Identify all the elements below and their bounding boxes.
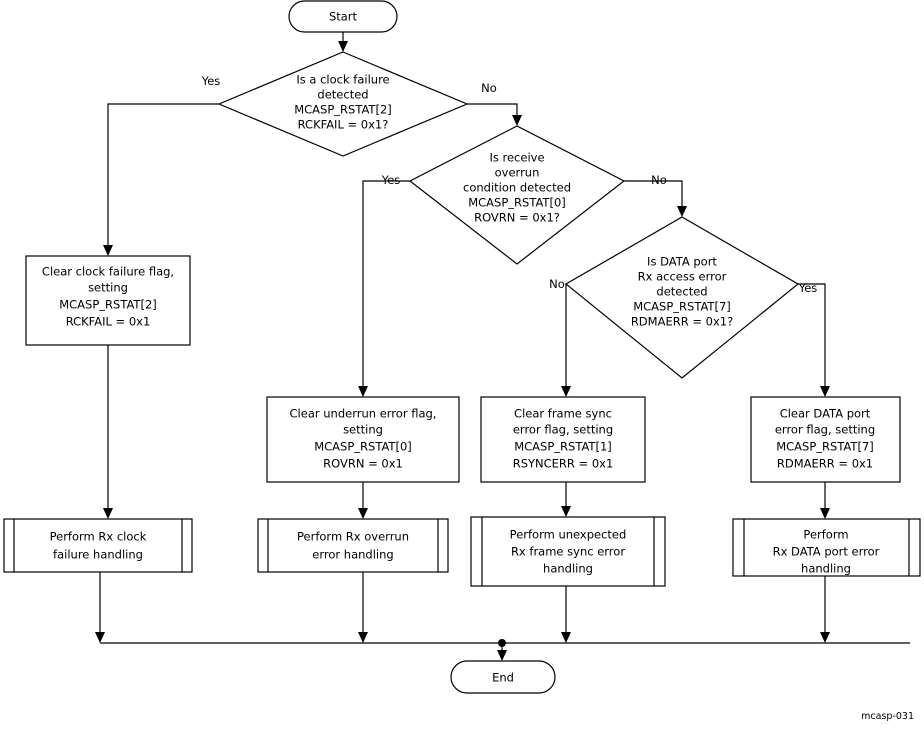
edge-label-clock-no: No xyxy=(481,81,497,95)
clear-framesync-line-3: MCASP_RSTAT[1] xyxy=(514,440,612,454)
arrowhead-start-to-clock-decision xyxy=(338,41,348,52)
clear-dataport-line-3: MCASP_RSTAT[7] xyxy=(776,440,874,454)
arrowhead-bus-to-end xyxy=(497,650,507,661)
clear-underrun-line-3: MCASP_RSTAT[0] xyxy=(314,440,412,454)
receive-overrun-line-4: MCASP_RSTAT[0] xyxy=(468,196,566,210)
node-process-clear-clock-failure[interactable]: Clear clock failure flag, setting MCASP_… xyxy=(25,255,191,346)
node-end[interactable]: End xyxy=(450,660,556,694)
arrowhead-clock-no xyxy=(512,115,522,126)
node-start[interactable]: Start xyxy=(288,0,398,33)
clock-failure-line-3: MCASP_RSTAT[2] xyxy=(294,103,392,117)
data-port-line-5: RDMAERR = 0x1? xyxy=(631,315,733,329)
data-port-line-1: Is DATA port xyxy=(647,255,717,269)
node-process-clear-data-port[interactable]: Clear DATA port error flag, setting MCAS… xyxy=(750,396,901,483)
node-decision-clock-failure[interactable]: Is a clock failure detected MCASP_RSTAT[… xyxy=(217,51,469,157)
arrowhead-perform-overrun-to-bus xyxy=(358,632,368,643)
receive-overrun-line-3: condition detected xyxy=(463,181,571,195)
arrowhead-clear-underrun-to-perform xyxy=(358,508,368,519)
perform-rx-dataport-line-3: handling xyxy=(801,562,851,576)
data-port-line-2: Rx access error xyxy=(638,270,727,284)
perform-rx-overrun-line-2: error handling xyxy=(312,548,393,562)
clock-failure-line-2: detected xyxy=(317,88,368,102)
clear-dataport-line-4: RDMAERR = 0x1 xyxy=(777,457,873,471)
clock-failure-line-4: RCKFAIL = 0x1? xyxy=(298,118,389,132)
clear-framesync-line-2: error flag, setting xyxy=(513,423,613,437)
clear-underrun-line-4: ROVRN = 0x1 xyxy=(323,457,403,471)
arrowhead-perform-framesync-to-bus xyxy=(561,632,571,643)
edge-label-dataport-yes: Yes xyxy=(798,281,818,295)
node-decision-receive-overrun[interactable]: Is receive overrun condition detected MC… xyxy=(408,125,626,265)
node-subprocess-rx-clock-failure[interactable]: Perform Rx clock failure handling xyxy=(3,518,193,573)
node-subprocess-rx-overrun[interactable]: Perform Rx overrun error handling xyxy=(257,518,449,573)
perform-rx-clock-line-1: Perform Rx clock xyxy=(50,530,147,544)
edge-label-layer: Yes No Yes No No Yes xyxy=(201,74,818,295)
clear-framesync-line-1: Clear frame sync xyxy=(514,407,612,421)
clear-frame-sync-shape xyxy=(480,396,646,483)
start-terminator-shape xyxy=(288,0,398,33)
arrowhead-perform-clock-to-bus xyxy=(95,632,105,643)
perform-rx-clock-line-2: failure handling xyxy=(53,548,143,562)
arrowhead-overrun-yes xyxy=(358,386,368,397)
perform-rx-clock-shape xyxy=(3,518,193,573)
edge-label-dataport-no: No xyxy=(549,277,565,291)
arrowhead-clock-yes xyxy=(103,245,113,256)
node-subprocess-rx-frame-sync[interactable]: Perform unexpected Rx frame sync error h… xyxy=(470,516,666,587)
end-label: End xyxy=(492,671,514,685)
edge-label-overrun-yes: Yes xyxy=(381,173,401,187)
clear-framesync-line-4: RSYNCERR = 0x1 xyxy=(513,457,614,471)
edge-dataport-yes-to-clear-dataport xyxy=(798,283,826,390)
clear-clock-line-1: Clear clock failure flag, xyxy=(42,265,174,279)
end-terminator-shape xyxy=(450,660,556,694)
edge-label-overrun-no: No xyxy=(651,173,667,187)
perform-rx-framesync-line-1: Perform unexpected xyxy=(510,528,627,542)
receive-overrun-decision-shape xyxy=(408,125,626,265)
edge-overrun-no-to-dataport-decision xyxy=(624,180,683,210)
receive-overrun-line-1: Is receive xyxy=(489,151,544,165)
start-label: Start xyxy=(329,10,358,24)
receive-overrun-line-2: overrun xyxy=(495,166,540,180)
clear-underrun-line-2: setting xyxy=(343,423,383,437)
edge-clock-yes-to-clear-clock xyxy=(107,103,219,249)
edge-clock-no-to-overrun-decision xyxy=(467,103,518,120)
node-process-clear-underrun[interactable]: Clear underrun error flag, setting MCASP… xyxy=(266,396,460,483)
data-port-line-4: MCASP_RSTAT[7] xyxy=(633,300,731,314)
clear-dataport-line-2: error flag, setting xyxy=(775,423,875,437)
arrowhead-clear-dataport-to-perform xyxy=(820,508,830,519)
perform-rx-dataport-shape xyxy=(732,518,921,577)
arrowhead-dataport-yes xyxy=(820,386,830,397)
arrowhead-clear-clock-to-perform xyxy=(103,508,113,519)
clear-clock-line-4: RCKFAIL = 0x1 xyxy=(66,315,151,329)
arrowhead-clear-framesync-to-perform xyxy=(561,506,571,517)
receive-overrun-line-5: ROVRN = 0x1? xyxy=(474,211,560,225)
clear-underrun-shape xyxy=(266,396,460,483)
node-process-clear-frame-sync[interactable]: Clear frame sync error flag, setting MCA… xyxy=(480,396,646,483)
data-port-line-3: detected xyxy=(656,285,707,299)
clear-clock-failure-shape xyxy=(25,255,191,346)
clear-clock-line-2: setting xyxy=(88,281,128,295)
clear-underrun-line-1: Clear underrun error flag, xyxy=(290,407,437,421)
data-port-decision-shape xyxy=(564,216,800,379)
clock-failure-line-1: Is a clock failure xyxy=(296,73,389,87)
connector-layer xyxy=(95,32,910,661)
perform-rx-framesync-line-2: Rx frame sync error xyxy=(511,545,625,559)
node-decision-data-port-error[interactable]: Is DATA port Rx access error detected MC… xyxy=(564,216,800,379)
clear-data-port-shape xyxy=(750,396,901,483)
perform-rx-overrun-shape xyxy=(257,518,449,573)
perform-rx-dataport-line-2: Rx DATA port error xyxy=(773,545,880,559)
perform-rx-overrun-line-1: Perform Rx overrun xyxy=(297,530,409,544)
arrowhead-dataport-no xyxy=(561,386,571,397)
edge-overrun-yes-to-clear-underrun xyxy=(362,180,410,390)
node-subprocess-rx-data-port[interactable]: Perform Rx DATA port error handling xyxy=(732,518,921,577)
clock-failure-decision-shape xyxy=(217,51,469,157)
clear-clock-line-3: MCASP_RSTAT[2] xyxy=(59,298,157,312)
clear-dataport-line-1: Clear DATA port xyxy=(780,407,871,421)
perform-rx-dataport-line-1: Perform xyxy=(803,528,848,542)
arrowhead-overrun-no xyxy=(677,206,687,217)
edge-label-clock-yes: Yes xyxy=(201,74,221,88)
figure-caption: mcasp-031 xyxy=(861,711,914,722)
arrowhead-perform-dataport-to-bus xyxy=(820,632,830,643)
perform-rx-framesync-shape xyxy=(470,516,666,587)
perform-rx-framesync-line-3: handling xyxy=(543,562,593,576)
